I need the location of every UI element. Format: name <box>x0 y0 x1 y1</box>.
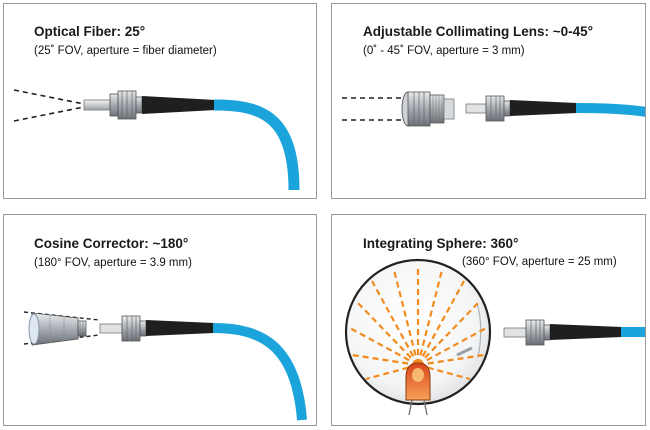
collimating-lens <box>401 91 455 127</box>
fiber-cable <box>575 103 645 117</box>
panel-optical-fiber: Optical Fiber: 25° (25˚ FOV, aperture = … <box>3 3 317 199</box>
cosine-corrector <box>28 312 87 346</box>
optical-fiber-illustration <box>13 89 300 191</box>
panel-subtitle: (180° FOV, aperture = 3.9 mm) <box>34 257 192 269</box>
fiber-connector <box>465 95 577 122</box>
panel-title: Optical Fiber: 25° <box>34 24 146 39</box>
fiber-connector <box>83 90 216 120</box>
panel-collimating-lens: Adjustable Collimating Lens: ~0-45° (0˚ … <box>331 3 646 199</box>
lamp-bulb <box>405 362 431 416</box>
panel-cosine-corrector: Cosine Corrector: ~180° (180° FOV, apert… <box>3 214 317 426</box>
panel-subtitle: (0˚ - 45˚ FOV, aperture = 3 mm) <box>363 45 525 57</box>
collimating-lens-illustration <box>342 91 645 127</box>
panel-title: Cosine Corrector: ~180° <box>34 236 189 251</box>
collimated-beam-lines <box>342 97 404 121</box>
fiber-connector <box>503 319 622 346</box>
panel-integrating-sphere: Integrating Sphere: 360° (360° FOV, aper… <box>331 214 646 426</box>
fiber-cable <box>212 323 307 421</box>
ray-lines <box>347 267 489 381</box>
panel-title: Integrating Sphere: 360° <box>363 236 519 251</box>
baffle <box>456 346 473 357</box>
integrating-sphere-illustration <box>344 258 645 416</box>
fov-cone-lines <box>13 89 85 122</box>
panel-subtitle: (360° FOV, aperture = 25 mm) <box>462 256 617 268</box>
panel-title: Adjustable Collimating Lens: ~0-45° <box>363 24 594 39</box>
fiber-connector <box>99 315 214 342</box>
cosine-corrector-illustration <box>23 311 307 421</box>
fiber-cable <box>213 99 300 191</box>
panel-subtitle: (25˚ FOV, aperture = fiber diameter) <box>34 45 217 57</box>
